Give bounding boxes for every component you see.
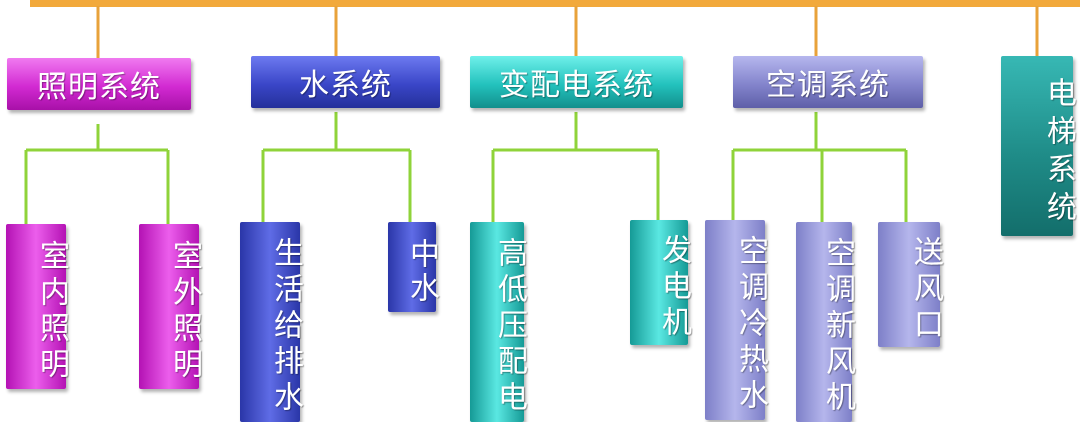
category-hvac: 空调系统	[733, 56, 923, 108]
category-elevator: 电梯系统	[1001, 56, 1076, 236]
category-lighting: 照明系统	[7, 58, 191, 110]
child-reclaimed-water: 中水	[388, 222, 439, 312]
child-connectors	[24, 112, 908, 224]
child-air-outlet: 送风口	[878, 222, 943, 347]
child-outdoor-lighting: 室外照明	[139, 224, 202, 389]
child-chilled-hot-water: 空调冷热水	[705, 220, 768, 420]
category-water: 水系统	[251, 56, 440, 108]
child-fresh-air-unit: 空调新风机	[796, 222, 855, 422]
child-generator: 发电机	[630, 220, 691, 345]
top-bus-bar	[30, 0, 1080, 7]
category-connectors	[96, 6, 1039, 58]
child-indoor-lighting: 室内照明	[6, 224, 69, 389]
child-hv-lv-distribution: 高低压配电	[470, 222, 527, 422]
category-power: 变配电系统	[470, 56, 683, 108]
child-domestic-water: 生活给排水	[240, 222, 303, 422]
